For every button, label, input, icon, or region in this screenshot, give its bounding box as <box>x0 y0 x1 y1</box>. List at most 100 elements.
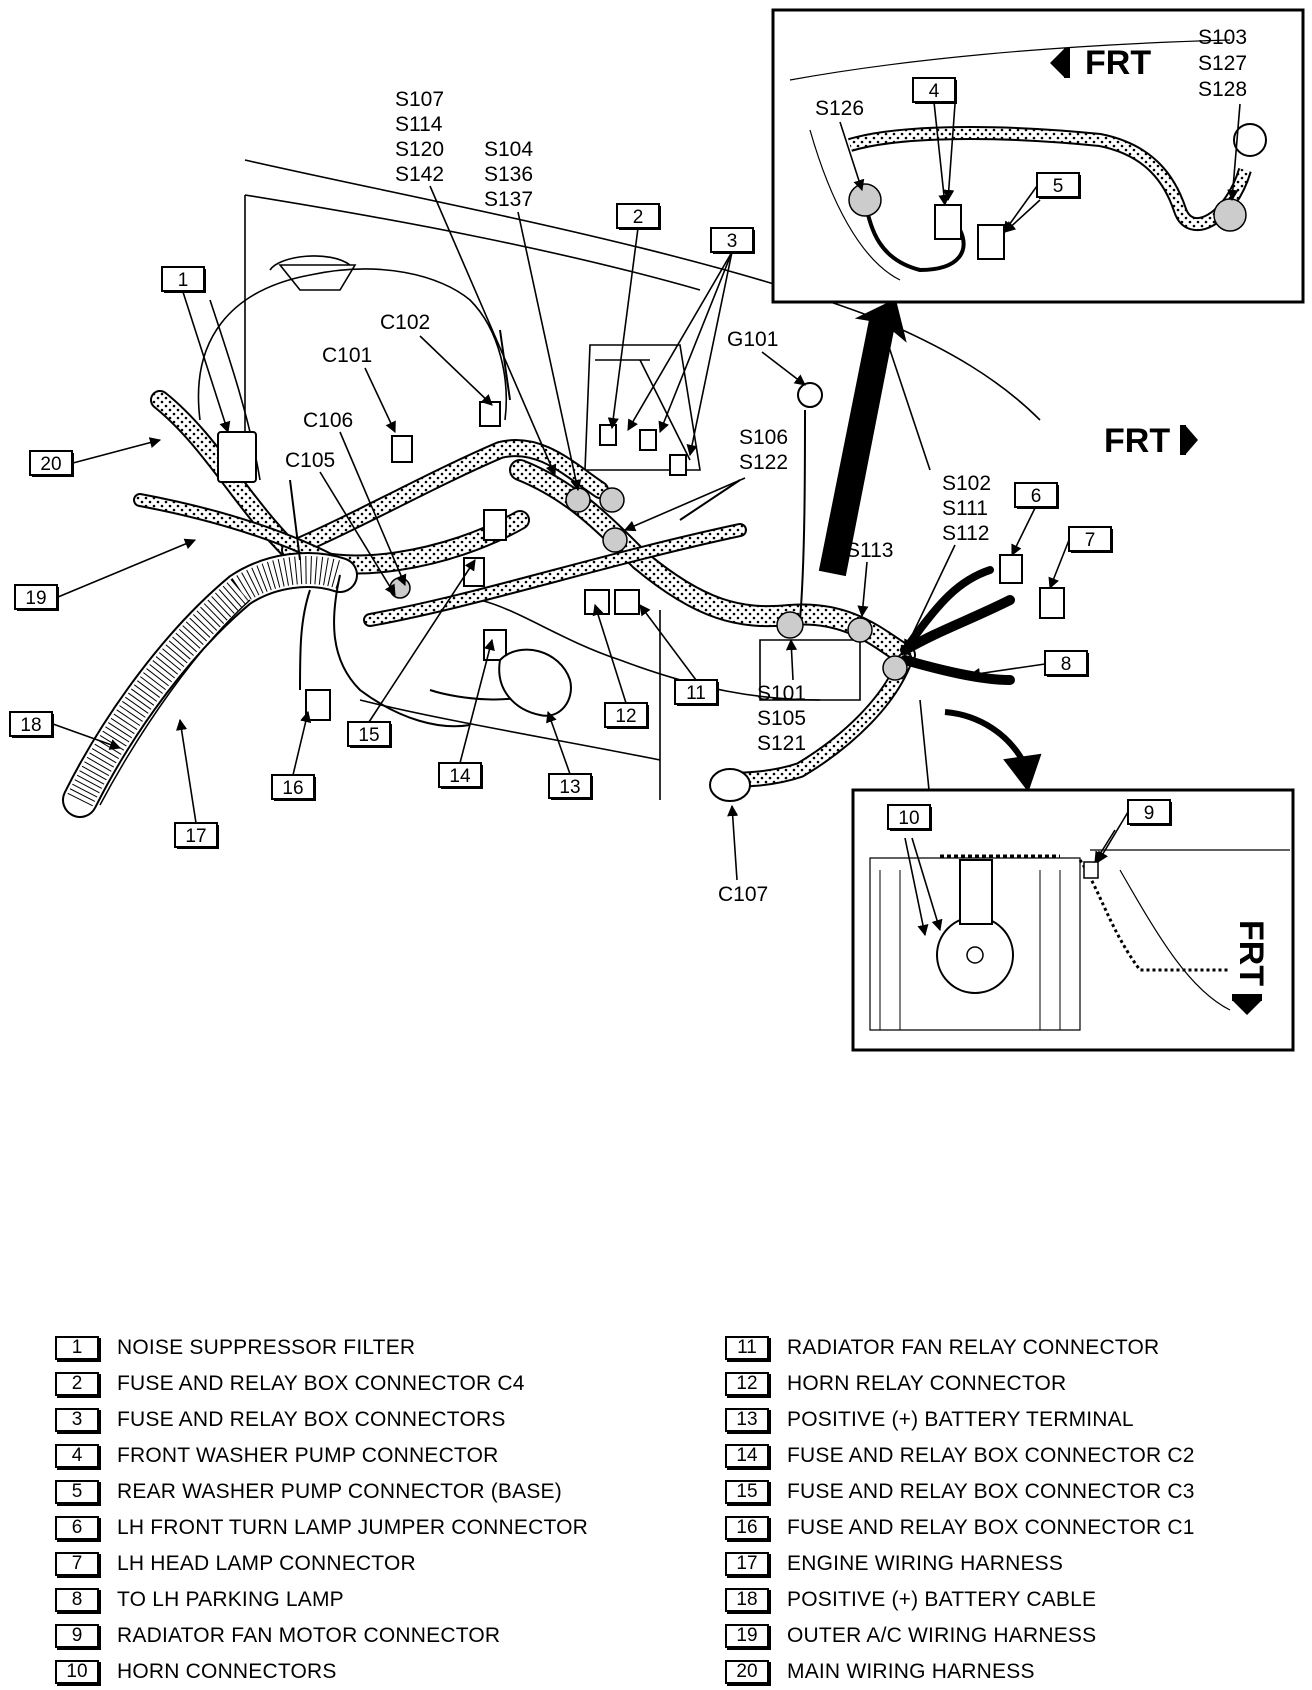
legend-item: 2 FUSE AND RELAY BOX CONNECTOR C4 <box>55 1366 655 1402</box>
legend-description: FUSE AND RELAY BOX CONNECTOR C1 <box>787 1516 1195 1539</box>
callout-number: 3 <box>727 231 738 252</box>
c103-connector <box>483 509 507 541</box>
legend-number: 2 <box>55 1372 99 1396</box>
callout-number: 15 <box>358 725 379 746</box>
legend-number: 10 <box>55 1660 99 1684</box>
callout-number: 18 <box>20 715 41 736</box>
legend-description: NOISE SUPPRESSOR FILTER <box>117 1336 416 1359</box>
legend-number: 6 <box>55 1516 99 1540</box>
callout-number: 20 <box>40 454 61 475</box>
legend-description: ENGINE WIRING HARNESS <box>787 1552 1064 1575</box>
callout-12: 12 <box>592 603 649 729</box>
callout-number: 19 <box>25 588 46 609</box>
callout-leader <box>52 723 122 750</box>
callout-leader <box>933 101 950 207</box>
callout-number: 10 <box>898 808 919 829</box>
legend-item: 9 RADIATOR FAN MOTOR CONNECTOR <box>55 1618 655 1654</box>
callout-box <box>616 203 660 229</box>
callout-leader <box>658 251 733 434</box>
leader-lines <box>319 185 956 881</box>
callout-number: 1 <box>178 270 189 291</box>
s104-label: S104 <box>484 138 533 161</box>
s122-label: S122 <box>739 451 788 474</box>
callout-leader <box>292 710 312 776</box>
legend-number: 18 <box>725 1588 769 1612</box>
callout-18: 18 <box>9 711 122 750</box>
legend-item: 16 FUSE AND RELAY BOX CONNECTOR C1 <box>725 1510 1312 1546</box>
turn-lamp-connector <box>999 554 1023 584</box>
legend-number: 13 <box>725 1408 769 1432</box>
c101-connector <box>391 435 413 463</box>
legend-number: 12 <box>725 1372 769 1396</box>
callout-leader <box>607 227 639 430</box>
callout-7: 7 <box>1048 526 1113 590</box>
callout-box <box>271 774 315 800</box>
legend-description: RADIATOR FAN MOTOR CONNECTOR <box>117 1624 501 1647</box>
callout-19: 19 <box>14 538 197 611</box>
c-connector-a <box>639 429 657 451</box>
s101-label: S101 <box>757 682 806 705</box>
callout-leader <box>968 663 1046 680</box>
callout-box <box>1036 172 1080 198</box>
legend-description: FUSE AND RELAY BOX CONNECTOR C4 <box>117 1372 525 1395</box>
legend-number: 4 <box>55 1444 99 1468</box>
s103-label: S103 <box>1198 26 1247 49</box>
callout-box <box>161 266 205 292</box>
c105-label: C105 <box>285 449 335 472</box>
callout-box <box>1127 799 1171 825</box>
callout-leader <box>72 437 162 464</box>
s127-label: S127 <box>1198 52 1247 75</box>
callout-leader <box>57 538 197 598</box>
legend-number: 9 <box>55 1624 99 1648</box>
callout-11: 11 <box>639 604 719 706</box>
callout-leader <box>368 559 476 723</box>
head-lamp-connector <box>1039 587 1065 619</box>
callout-leader <box>686 251 733 457</box>
callout-6: 6 <box>1011 482 1059 557</box>
callout-leader <box>459 638 495 764</box>
c4-connector <box>599 424 617 446</box>
callout-box <box>438 762 482 788</box>
legend-number: 16 <box>725 1516 769 1540</box>
s136-label: S136 <box>484 163 533 186</box>
s107-label: S107 <box>395 88 444 111</box>
callout-5: 5 <box>1003 172 1081 233</box>
callout-number: 4 <box>929 81 940 102</box>
c107-terminal <box>709 768 751 802</box>
callout-20: 20 <box>29 437 162 477</box>
callout-9: 9 <box>1097 799 1172 863</box>
fan-relay-connector <box>614 589 640 615</box>
inset-horn-fan: FRT <box>851 788 1295 1052</box>
callout-number: 17 <box>185 826 206 847</box>
callout-leader <box>592 603 627 704</box>
legend-description: FUSE AND RELAY BOX CONNECTORS <box>117 1408 506 1431</box>
s113-label: S113 <box>846 539 894 562</box>
callout-4: 4 <box>912 77 957 207</box>
s120-label: S120 <box>395 138 444 161</box>
callout-leader <box>639 604 697 681</box>
legend-number: 14 <box>725 1444 769 1468</box>
g101-label: G101 <box>727 328 778 351</box>
s121-label: S121 <box>757 732 806 755</box>
legend-number: 8 <box>55 1588 99 1612</box>
callout-1: 1 <box>161 266 231 434</box>
legend-description: POSITIVE (+) BATTERY TERMINAL <box>787 1408 1134 1431</box>
callout-box <box>548 773 592 799</box>
callout-box <box>912 77 956 103</box>
legend-description: MAIN WIRING HARNESS <box>787 1660 1035 1683</box>
engine-bay-outline <box>197 159 1041 801</box>
legend-description: HORN CONNECTORS <box>117 1660 337 1683</box>
legend-number: 15 <box>725 1480 769 1504</box>
frt-indicator-main: FRT <box>1104 422 1198 460</box>
callout-leader <box>1097 811 1129 863</box>
legend-description: POSITIVE (+) BATTERY CABLE <box>787 1588 1097 1611</box>
legend-description: RADIATOR FAN RELAY CONNECTOR <box>787 1336 1160 1359</box>
s111-label: S111 <box>942 497 988 520</box>
